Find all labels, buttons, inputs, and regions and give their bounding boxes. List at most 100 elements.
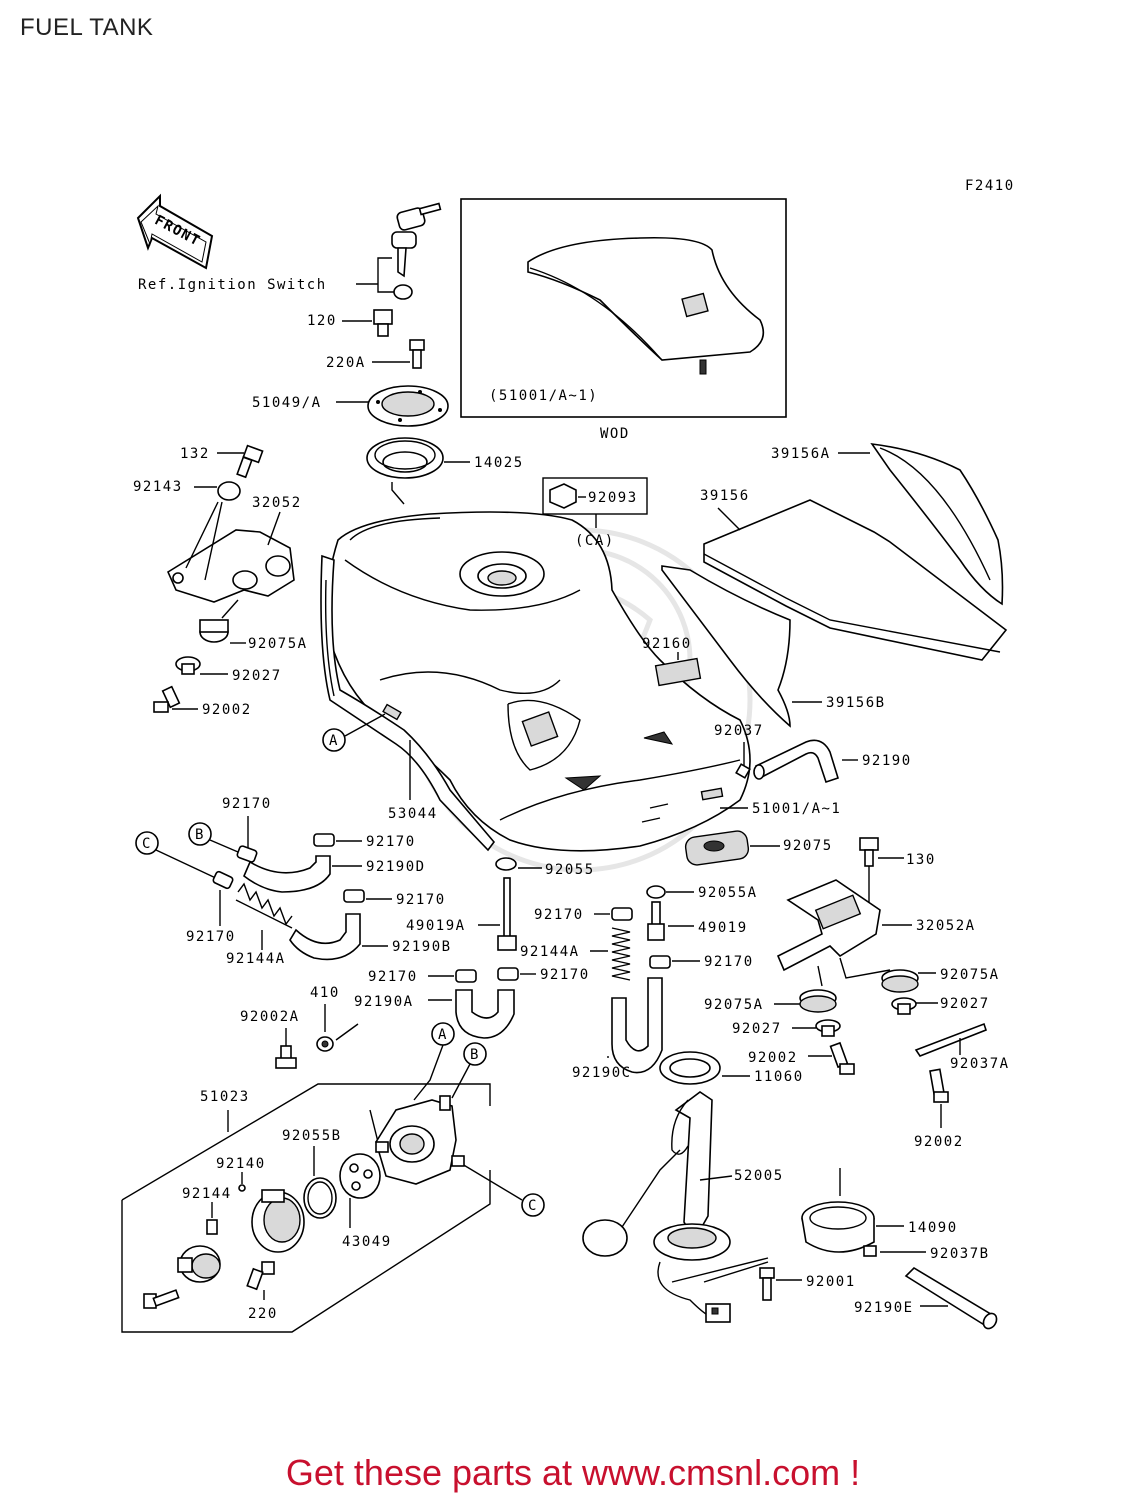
damper-92075A-right2 [799,989,837,1013]
cap-ring-14025 [366,437,444,479]
callout-b-hose-label: B [195,827,205,843]
label-92143: 92143 [133,479,183,495]
fuel-level-gauge-52005 [582,1091,731,1323]
label-92075A-right1: 92075A [940,967,1000,983]
clamp-92037B [863,1245,877,1257]
label-92093: 92093 [588,490,638,506]
label-92037B: 92037B [930,1246,990,1262]
bolt-pump-left [143,1289,180,1309]
holder-14090 [801,1201,875,1253]
label-92170-e: 92170 [368,969,418,985]
label-92027-left: 92027 [232,668,282,684]
label-92170-f: 92170 [540,967,590,983]
clamp-92170-d [649,955,671,969]
spring-92144A-center [611,927,631,981]
collar-92027-left [175,656,201,675]
clamp-92170-c [611,907,633,921]
fuel-tank-51001 [326,511,751,852]
tank-strip-53044 [320,554,496,852]
label-32052: 32052 [252,495,302,511]
pad-39156 [703,499,1008,661]
tank-clip [382,703,402,721]
inset-box [460,198,787,418]
bolt-92002-right [929,1068,949,1103]
label-plate-92160 [654,657,702,687]
label-51001A: 51001/A~1 [752,801,841,817]
label-92190A: 92190A [354,994,414,1010]
callout-c-pump [521,1193,545,1217]
label-92190B: 92190B [392,939,452,955]
ca-label: (CA) [575,533,615,549]
pad-39156A [870,442,1004,606]
callout-b-pump-label: B [470,1047,480,1063]
label-92170-a: 92170 [366,834,416,850]
oring-92055B [303,1177,337,1219]
label-92190C: 92190C [572,1065,632,1081]
clip-92037 [735,763,751,779]
label-92075A-left: 92075A [248,636,308,652]
bolt-132 [236,444,264,479]
label-132: 132 [180,446,210,462]
callout-b-hose [188,822,212,846]
bolt-220 [246,1261,275,1291]
label-92027-right1: 92027 [940,996,990,1012]
label-39156B: 39156B [826,695,886,711]
nut-92093 [549,483,577,509]
tank-cover-wod [527,236,765,375]
label-92144: 92144 [182,1186,232,1202]
pump-end-cap [177,1245,221,1283]
label-92002-left: 92002 [202,702,252,718]
callout-a-tank-label: A [329,733,339,749]
fitting-49019 [647,901,665,941]
label-92002A: 92002A [240,1009,300,1025]
page-title: FUEL TANK [20,14,154,41]
front-arrow-icon: FRONT [136,193,214,270]
inset-caption: WOD [600,426,630,442]
label-130: 130 [906,852,936,868]
label-92001: 92001 [806,1274,856,1290]
spring-92144A-left [235,882,293,929]
callout-c-pump-label: C [528,1198,538,1214]
label-92075: 92075 [783,838,833,854]
bolt-120 [373,309,393,337]
label-49019: 49019 [698,920,748,936]
label-92037A: 92037A [950,1056,1010,1072]
rubber-92075 [684,830,750,866]
hose-92190B [289,913,361,961]
label-92144A-left: 92144A [226,951,286,967]
damper-92075A-left [199,619,229,643]
label-120: 120 [307,313,337,329]
bolt-130 [859,837,879,867]
bolt-92002-left [153,685,181,713]
label-92037: 92037 [714,723,764,739]
label-39156: 39156 [700,488,750,504]
footer-promo-link[interactable]: Get these parts at www.cmsnl.com ! [285,1452,861,1493]
hose-92190D [243,855,331,893]
pipe-49019A [497,877,517,951]
label-51049A: 51049/A [252,395,322,411]
bolt-92001 [759,1267,775,1301]
diaphragm-43049 [339,1153,381,1199]
bolt-220A [409,339,425,369]
pad-39156B [661,565,791,728]
ca-box [542,477,648,515]
label-410: 410 [310,985,340,1001]
collar-92027-right2 [815,1019,841,1037]
label-11060: 11060 [754,1069,804,1085]
clamp-92170-top [313,833,335,847]
label-92190E: 92190E [854,1300,914,1316]
hose-92190C [611,977,663,1074]
label-92160: 92160 [642,636,692,652]
label-92170-d: 92170 [704,954,754,970]
clamp-92170-a [236,845,258,863]
gasket-11060 [659,1051,721,1085]
bolt-92002A [275,1045,297,1069]
clamp-92170-f [497,967,519,981]
callout-c-hose-label: C [142,836,152,852]
fuel-pump-body [375,1095,465,1185]
clamp-92170-e [455,969,477,983]
bolt-92002-center [829,1041,855,1075]
label-52005: 52005 [734,1168,784,1184]
label-92075A-right2: 92075A [704,997,764,1013]
label-92190D: 92190D [366,859,426,875]
